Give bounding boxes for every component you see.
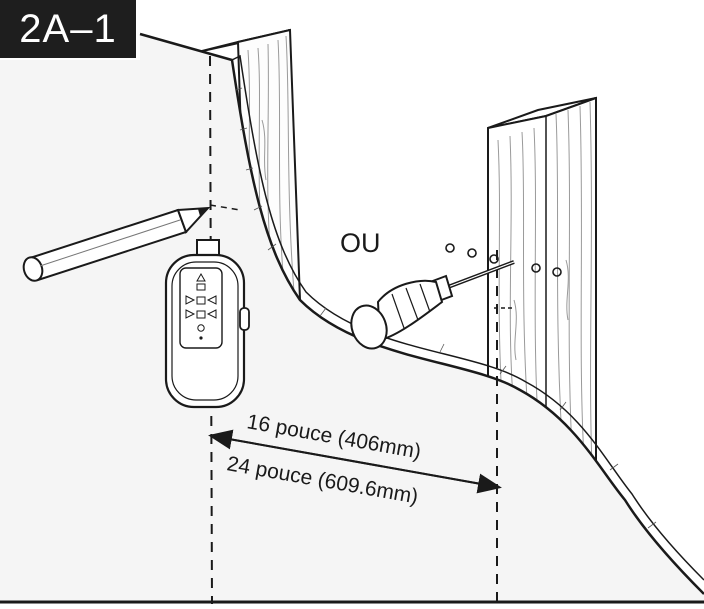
or-label: OU <box>340 228 381 258</box>
measure-arrow-right <box>211 435 502 494</box>
step-badge: 2A–1 <box>0 0 136 58</box>
wall-panel <box>0 32 704 604</box>
mark-line <box>209 204 241 211</box>
pencil-icon <box>22 206 211 282</box>
drill-holes <box>445 243 562 277</box>
screwdriver-icon <box>350 260 515 350</box>
stud-finder-icon <box>164 239 250 409</box>
stud-right <box>487 96 597 472</box>
